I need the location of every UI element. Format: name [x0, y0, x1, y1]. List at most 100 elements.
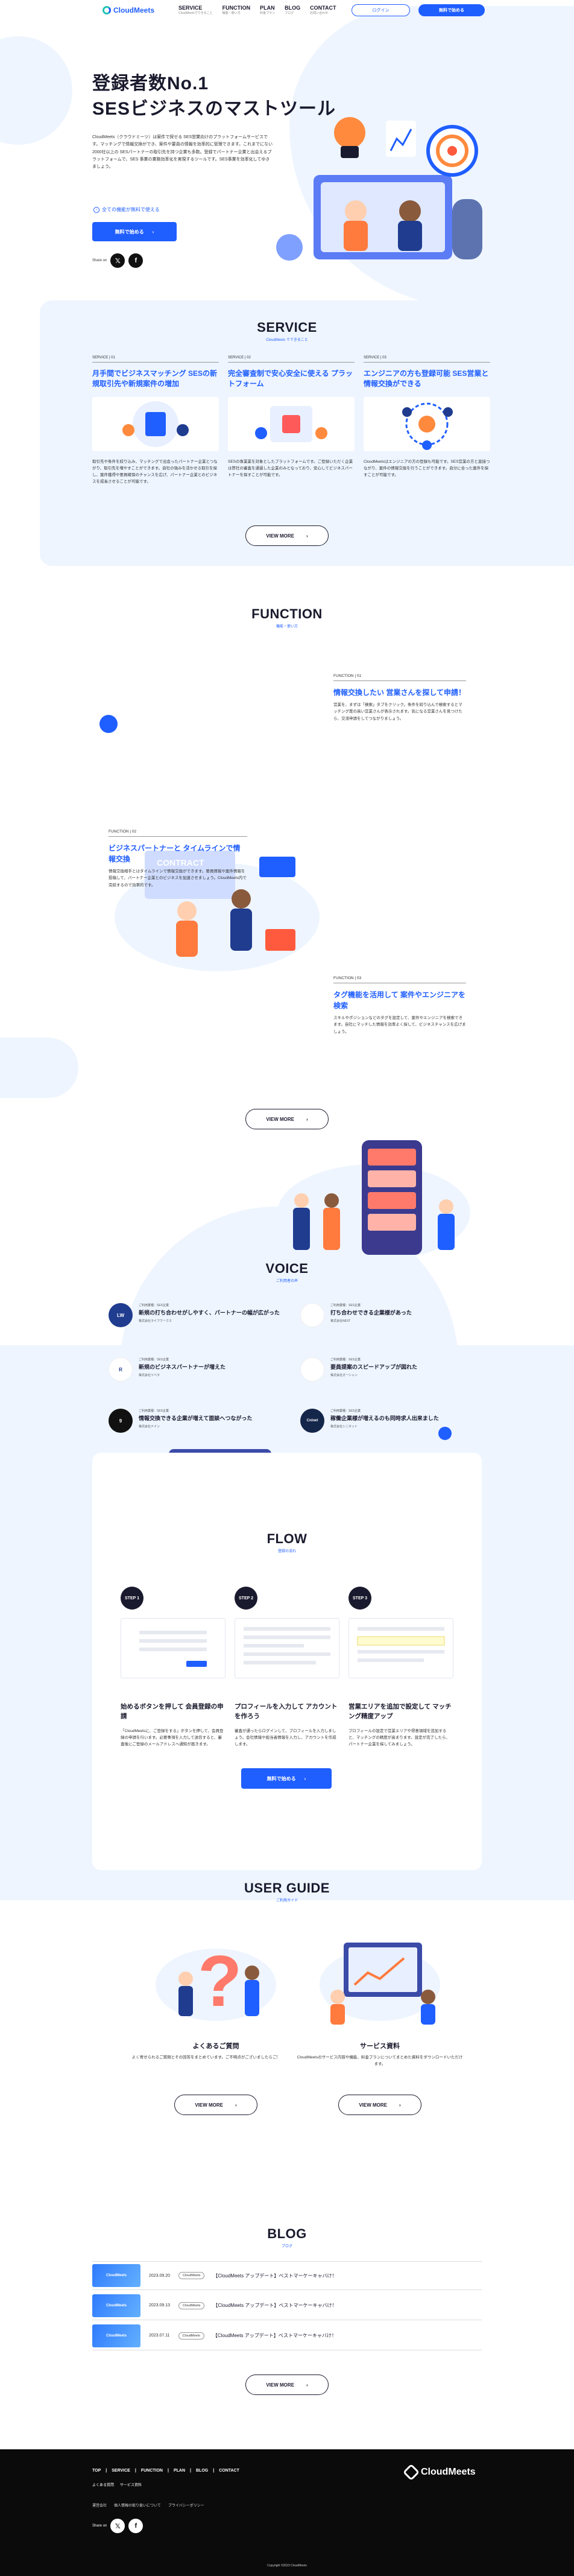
blog-thumbnail: CloudMeets: [92, 2324, 140, 2347]
footer-link[interactable]: CONTACT: [219, 2469, 239, 2473]
chevron-right-icon: ›: [399, 2102, 401, 2108]
x-icon[interactable]: 𝕏: [110, 253, 125, 268]
hero-feature-link[interactable]: › 全ての機能が無料で使える: [93, 206, 160, 213]
voice-item[interactable]: ご利用業種：SES企業打ち合わせできる企業様があった株式会社NEXT: [300, 1303, 499, 1327]
step-screenshot: [235, 1618, 339, 1678]
chevron-right-icon: ›: [306, 2382, 308, 2388]
footer-link[interactable]: 運営会社: [92, 2504, 107, 2508]
footer-share: Share on 𝕏 f: [92, 2519, 144, 2533]
chevron-right-icon: ›: [152, 229, 154, 235]
flow-step: STEP 3 営業エリアを追加で設定して マッチング精度アップ プロフィールの設…: [348, 1587, 453, 1748]
footer-link[interactable]: 個人情報の取り扱いについて: [114, 2504, 161, 2508]
footer-link[interactable]: BLOG: [195, 2469, 209, 2473]
svg-text:?: ?: [198, 1941, 242, 2022]
facebook-icon[interactable]: f: [128, 2519, 144, 2533]
blog-post[interactable]: CloudMeets 2023.07.11 CloudMeets 【CloudM…: [92, 2321, 482, 2350]
step-screenshot: [348, 1618, 453, 1678]
footer-sub-links: よくある質問 サービス資料: [92, 2482, 142, 2487]
flow-card: FLOW 登録の流れ STEP 1 始めるボタンを押して 会員登録の申請 「Cl…: [92, 1453, 482, 1870]
faq-view-more-button[interactable]: VIEW MORE›: [174, 2095, 257, 2115]
company-logo: R: [109, 1357, 133, 1382]
cloud-logo-icon: [102, 6, 111, 14]
voice-item[interactable]: LW ご利用業種：SES企業新規の打ち合わせがしやすく、パートナーの幅が広がった…: [109, 1303, 308, 1327]
footer-link[interactable]: サービス資料: [120, 2484, 142, 2487]
company-logo: [300, 1303, 324, 1327]
service-illustration: [228, 396, 355, 451]
footer-link[interactable]: TOP: [92, 2469, 101, 2473]
blog-thumbnail: CloudMeets: [92, 2264, 140, 2287]
guide-heading: USER GUIDE ご利用ガイド: [244, 1880, 330, 1903]
facebook-icon[interactable]: f: [128, 253, 144, 268]
function-item: FUNCTION | 01 情報交換したい 営業さんを探して申請！ 営業を、まず…: [333, 674, 466, 721]
step-screenshot: [121, 1618, 226, 1678]
service-illustration: [92, 396, 219, 451]
voice-heading: VOICE ご利用者の声: [265, 1261, 309, 1283]
document-view-more-button[interactable]: VIEW MORE›: [338, 2095, 421, 2115]
hero-share: Share on 𝕏 f: [92, 253, 144, 268]
voice-item[interactable]: 9 ご利用業種：SES企業情報交換できる企業が増えて面談へつながった株式会社ナイ…: [109, 1409, 308, 1433]
service-item: SERVICE | 02 完全審査制で安心安全に使える プラットフォーム SES…: [228, 356, 355, 478]
function-illustration: [265, 1134, 476, 1273]
voice-item[interactable]: R ご利用業種：SES企業新規のビジネスパートナーが増えた株式会社リベラ: [109, 1357, 308, 1382]
guide-card-document[interactable]: サービス資料 CloudMeetsのサービス内容や機能、料金プランについてまとめ…: [277, 1915, 482, 2130]
chevron-right-icon: ›: [235, 2102, 237, 2108]
hero-illustration: [265, 109, 494, 265]
login-button[interactable]: ログイン: [352, 4, 410, 16]
service-item: SERVICE | 03 エンジニアの方も登録可能 SES営業と情報交換ができる…: [364, 356, 490, 477]
function-item: FUNCTION | 02 ビジネスパートナーと タイムラインで情報交換 情報交…: [109, 830, 247, 887]
voice-item[interactable]: ご利用業種：SES企業要員提案のスピードアップが図れた株式会社オーシャン: [300, 1357, 499, 1382]
flow-step: STEP 1 始めるボタンを押して 会員登録の申請 「CloudMeetsに、ご…: [121, 1587, 226, 1748]
service-illustration: [364, 396, 490, 451]
decor-dot: [99, 715, 118, 733]
decor-dot: [438, 1427, 452, 1440]
cloud-logo-icon: [402, 2463, 420, 2481]
function-view-more-button[interactable]: VIEW MORE›: [245, 1109, 329, 1129]
footer-link[interactable]: プライバシーポリシー: [168, 2504, 204, 2508]
hero-description: CloudMeets（クラウドミーツ）は案件で探せる SES営業向けのプラットフ…: [92, 135, 273, 169]
function-illustration: CONTRACT: [109, 826, 326, 971]
blog-post[interactable]: CloudMeets 2023.09.13 CloudMeets 【CloudM…: [92, 2291, 482, 2320]
blog-post[interactable]: CloudMeets 2023.09.20 CloudMeets 【CloudM…: [92, 2261, 482, 2290]
footer-link[interactable]: よくある質問: [92, 2484, 115, 2487]
service-item: SERVICE | 01 月手間でビジネスマッチング SESの新規取引先や新規案…: [92, 356, 219, 485]
blog-heading: BLOG ブログ: [267, 2226, 307, 2248]
hero-signup-button[interactable]: 無料で始める›: [92, 222, 177, 241]
service-heading: SERVICE CloudMeets でできること: [257, 320, 317, 342]
company-logo: [300, 1357, 324, 1382]
footer-link[interactable]: SERVICE: [112, 2469, 130, 2473]
voice-item[interactable]: Cninet ご利用業種：SES企業稼働企業様が増えるのも同時求人出来ました株式…: [300, 1409, 499, 1433]
company-logo: Cninet: [300, 1409, 324, 1433]
function-item: FUNCTION | 03 タグ機能を活用して 案件やエンジニアを検索 スキルや…: [333, 976, 466, 1034]
chevron-right-icon: ›: [306, 1116, 308, 1122]
hero-title: 登録者数No.1 SESビジネスのマストツール: [92, 74, 336, 119]
svg-text:CONTRACT: CONTRACT: [157, 858, 204, 868]
question-icon: ?: [113, 1915, 318, 2036]
arrow-right-icon: ›: [93, 206, 99, 213]
service-view-more-button[interactable]: VIEW MORE›: [245, 525, 329, 546]
site-footer: TOP| SERVICE| FUNCTION| PLAN| BLOG| CONT…: [0, 2449, 574, 2576]
footer-legal-links: 運営会社 個人情報の取り扱いについて プライバシーポリシー: [92, 2502, 204, 2508]
x-icon[interactable]: 𝕏: [110, 2519, 125, 2533]
footer-link[interactable]: FUNCTION: [140, 2469, 163, 2473]
site-logo[interactable]: CloudMeets: [102, 6, 154, 14]
flow-step: STEP 2 プロフィールを入力して アカウントを作ろう 審査が通ったらログイン…: [235, 1587, 339, 1748]
chevron-right-icon: ›: [306, 533, 308, 539]
document-icon: [277, 1915, 482, 2036]
header-signup-button[interactable]: 無料で始める: [418, 4, 485, 16]
footer-link[interactable]: PLAN: [173, 2469, 186, 2473]
flow-heading: FLOW 登録の流れ: [266, 1531, 308, 1553]
copyright: Copyright ©2023 CloudMeets: [267, 2564, 307, 2568]
flow-signup-button[interactable]: 無料で始める›: [241, 1768, 332, 1789]
blog-view-more-button[interactable]: VIEW MORE›: [245, 2375, 329, 2395]
chevron-right-icon: ›: [304, 1775, 306, 1781]
blog-thumbnail: CloudMeets: [92, 2294, 140, 2317]
footer-logo[interactable]: CloudMeets: [402, 2463, 476, 2481]
function-heading: FUNCTION 機能・使い方: [251, 606, 323, 629]
